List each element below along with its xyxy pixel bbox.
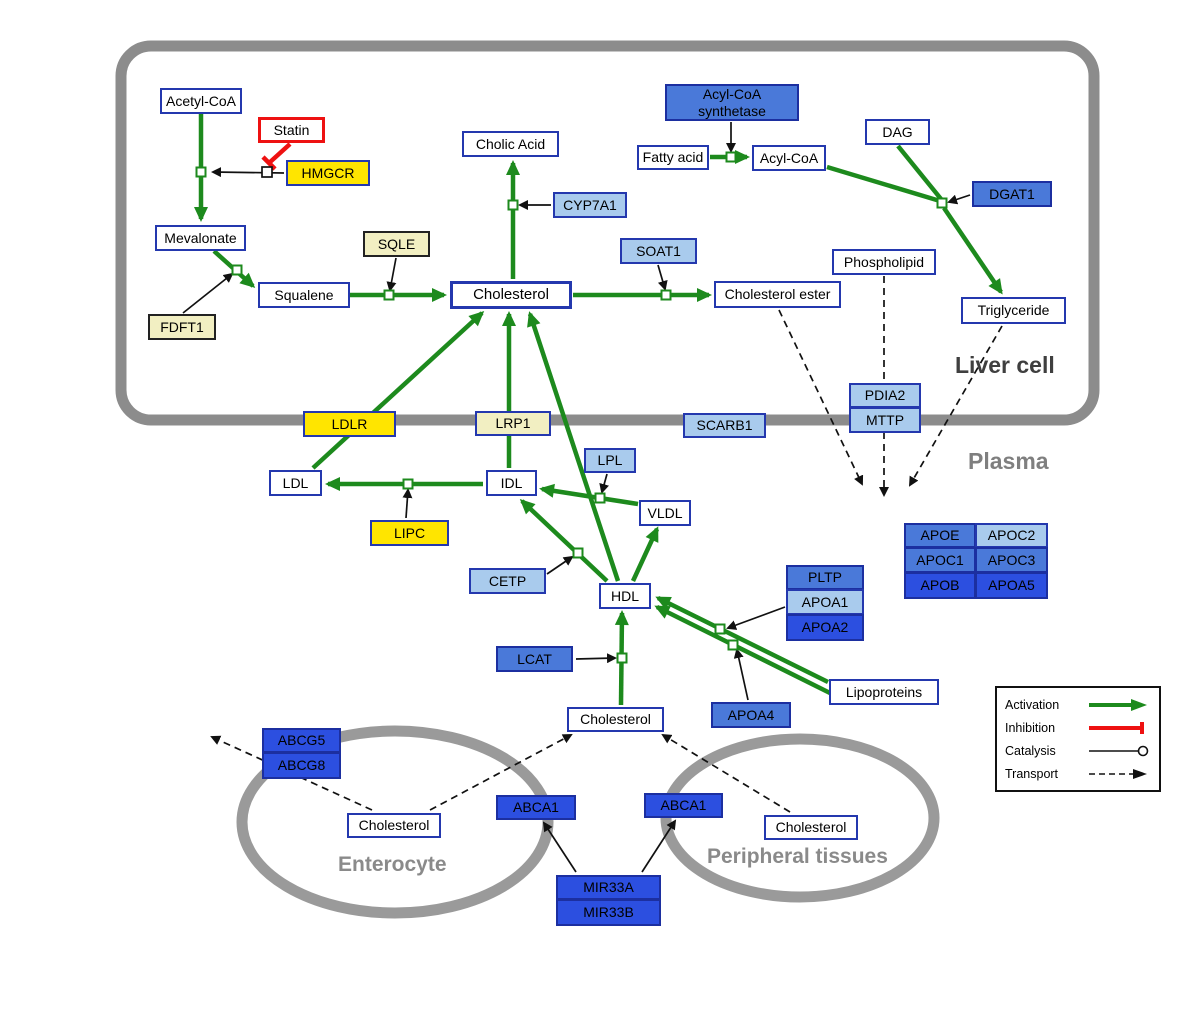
node-ldl[interactable]: LDL — [269, 470, 322, 496]
node-apoa5[interactable]: APOA5 — [975, 572, 1048, 599]
peripheral-tissues-membrane — [660, 733, 940, 903]
node-mir33b[interactable]: MIR33B — [556, 899, 661, 926]
inhibition-tbar-icon — [1089, 721, 1144, 734]
node-acetyl-coa[interactable]: Acetyl-CoA — [160, 88, 242, 114]
reaction-nodes — [195, 151, 948, 664]
node-cholesterol-enterocyte[interactable]: Cholesterol — [347, 813, 441, 838]
legend-box: Activation Inhibition Catalysis Transpor… — [995, 686, 1161, 792]
liver-cell-label: Liver cell — [955, 352, 1055, 378]
peripheral-tissues-label: Peripheral tissues — [707, 845, 888, 868]
node-mttp[interactable]: MTTP — [849, 407, 921, 433]
node-soat1[interactable]: SOAT1 — [620, 238, 697, 264]
activation-arrow-icon — [1089, 698, 1147, 711]
liver-cell-membrane — [115, 40, 1100, 426]
legend-catalysis-label: Catalysis — [1005, 743, 1056, 758]
node-apoa4[interactable]: APOA4 — [711, 702, 791, 728]
legend-activation-label: Activation — [1005, 697, 1060, 712]
node-lrp1[interactable]: LRP1 — [475, 411, 551, 436]
node-abca1-enterocyte[interactable]: ABCA1 — [496, 795, 576, 820]
node-dag[interactable]: DAG — [865, 119, 930, 145]
node-pltp[interactable]: PLTP — [786, 565, 864, 590]
hmgcr-catalysis-square — [261, 166, 273, 178]
node-apoc2[interactable]: APOC2 — [975, 523, 1048, 548]
node-lcat[interactable]: LCAT — [496, 646, 573, 672]
node-apoa2[interactable]: APOA2 — [786, 614, 864, 641]
node-acyl-coa-synthetase[interactable]: Acyl-CoA synthetase — [665, 84, 799, 121]
legend-row-activation: Activation — [1005, 694, 1151, 716]
inhibition-edge — [261, 142, 292, 171]
node-apoa1[interactable]: APOA1 — [786, 589, 864, 615]
node-hmgcr[interactable]: HMGCR — [286, 160, 370, 186]
legend-transport-label: Transport — [1005, 766, 1059, 781]
node-fatty-acid[interactable]: Fatty acid — [637, 145, 709, 170]
node-sqle[interactable]: SQLE — [363, 231, 430, 257]
node-scarb1[interactable]: SCARB1 — [683, 413, 766, 438]
node-phospholipid[interactable]: Phospholipid — [832, 249, 936, 275]
node-triglyceride[interactable]: Triglyceride — [961, 297, 1066, 324]
activation-edges — [194, 114, 1003, 706]
node-cholesterol-plasma[interactable]: Cholesterol — [567, 707, 664, 732]
node-idl[interactable]: IDL — [486, 470, 537, 496]
node-pdia2[interactable]: PDIA2 — [849, 383, 921, 408]
node-apoe[interactable]: APOE — [904, 523, 976, 548]
node-mevalonate[interactable]: Mevalonate — [155, 225, 246, 251]
node-abcg5[interactable]: ABCG5 — [262, 728, 341, 753]
transport-dashed-arrow-icon — [1089, 768, 1147, 779]
enterocyte-label: Enterocyte — [338, 853, 447, 876]
legend-inhibition-label: Inhibition — [1005, 720, 1056, 735]
catalysis-circle-icon — [1089, 745, 1149, 756]
node-mir33a[interactable]: MIR33A — [556, 875, 661, 900]
node-apoc1[interactable]: APOC1 — [904, 547, 976, 573]
node-apob[interactable]: APOB — [904, 572, 976, 599]
node-abca1-peripheral[interactable]: ABCA1 — [644, 793, 723, 818]
catalysis-edges — [182, 122, 971, 873]
node-abcg8[interactable]: ABCG8 — [262, 752, 341, 779]
node-cholesterol-peripheral[interactable]: Cholesterol — [764, 815, 858, 840]
node-ldlr[interactable]: LDLR — [303, 411, 396, 437]
node-cholesterol-ester[interactable]: Cholesterol ester — [714, 281, 841, 308]
node-fdft1[interactable]: FDFT1 — [148, 314, 216, 340]
node-apoc3[interactable]: APOC3 — [975, 547, 1048, 573]
plasma-label: Plasma — [968, 448, 1049, 474]
legend-row-catalysis: Catalysis — [1005, 740, 1151, 762]
node-cholic-acid[interactable]: Cholic Acid — [462, 131, 559, 157]
node-dgat1[interactable]: DGAT1 — [972, 181, 1052, 207]
node-cetp[interactable]: CETP — [469, 568, 546, 594]
node-cholesterol-liver[interactable]: Cholesterol — [450, 281, 572, 309]
node-cyp7a1[interactable]: CYP7A1 — [553, 192, 627, 218]
node-vldl[interactable]: VLDL — [639, 500, 691, 526]
node-lipoproteins[interactable]: Lipoproteins — [829, 679, 939, 705]
legend-row-inhibition: Inhibition — [1005, 717, 1151, 739]
node-acyl-coa[interactable]: Acyl-CoA — [752, 145, 826, 171]
node-squalene[interactable]: Squalene — [258, 282, 350, 308]
node-statin[interactable]: Statin — [258, 117, 325, 143]
legend-row-transport: Transport — [1005, 763, 1151, 785]
node-hdl[interactable]: HDL — [599, 583, 651, 609]
node-lpl[interactable]: LPL — [584, 448, 636, 473]
node-lipc[interactable]: LIPC — [370, 520, 449, 546]
